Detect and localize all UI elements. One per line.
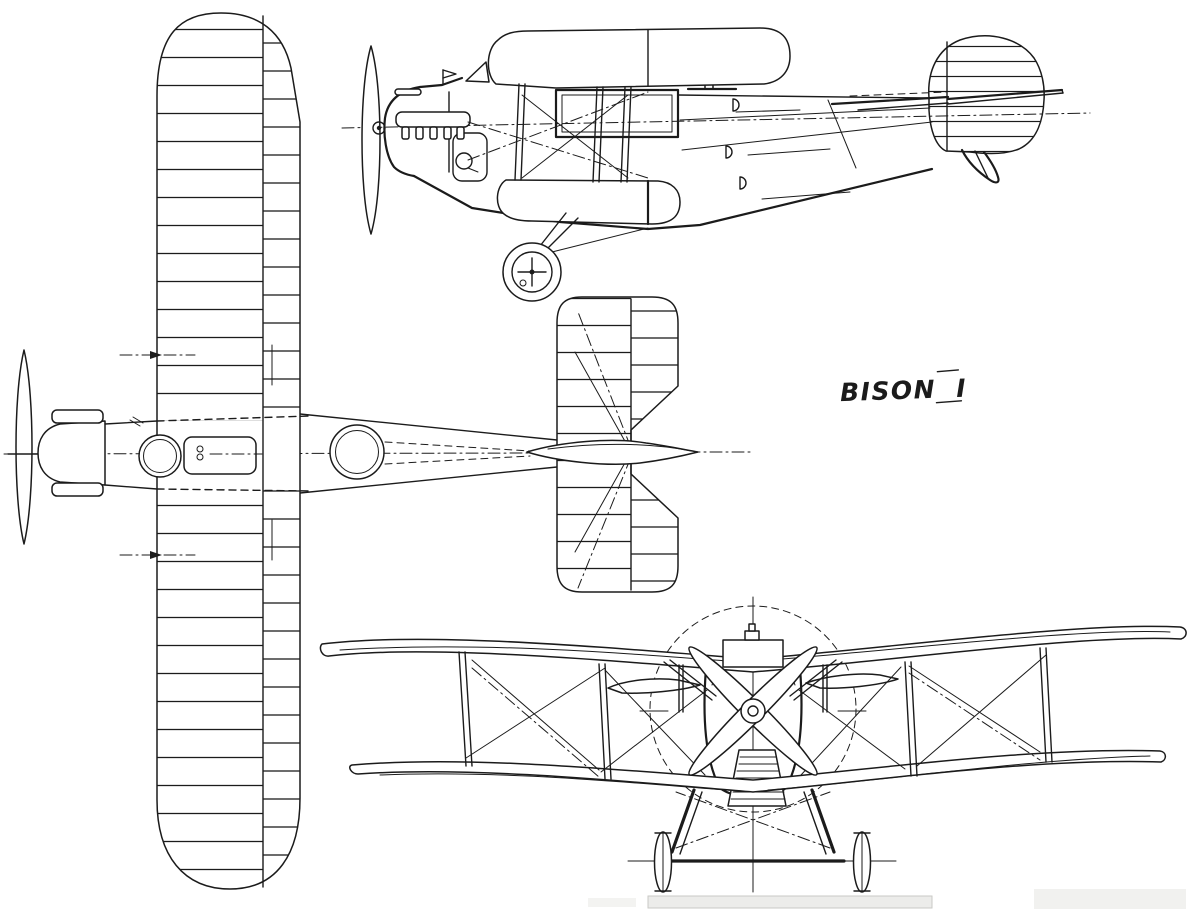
front-struts — [458, 647, 1053, 780]
gunner-cockpit-ring — [329, 424, 385, 480]
left-wheel — [653, 831, 673, 893]
plan-tailplane — [526, 296, 699, 593]
front-landing-gear — [627, 788, 897, 893]
cabane-struts — [663, 659, 843, 713]
exhaust-stubs — [394, 88, 471, 140]
side-struts — [467, 83, 649, 183]
pilot-cockpit-ring — [138, 434, 182, 478]
side-upper-wing — [487, 27, 791, 89]
front-propeller — [639, 646, 867, 776]
ground-shadow — [588, 889, 1186, 909]
tail-skid — [960, 148, 1000, 184]
fin-rudder — [928, 35, 1045, 155]
side-wheel — [502, 212, 649, 302]
radiator-header — [722, 623, 784, 668]
strut-station-marks — [119, 351, 196, 559]
svg-text:BISON I: BISON I — [840, 374, 968, 407]
wing-ribs — [157, 27, 300, 875]
title-numeral: I — [956, 374, 968, 403]
front-view — [319, 596, 1187, 909]
title-label: BISON I — [840, 369, 968, 407]
plan-view — [3, 12, 751, 890]
numeral-underline — [935, 400, 963, 404]
radiator-steps — [727, 749, 787, 807]
front-tailplane-edges — [607, 673, 899, 694]
cabin-skylight — [183, 436, 263, 475]
title-text: BISON — [840, 375, 937, 407]
side-tail — [830, 35, 1064, 184]
front-fuselage — [703, 655, 803, 807]
right-wheel — [852, 831, 872, 893]
fuselage-vents — [725, 98, 747, 190]
numeral-overline — [936, 369, 960, 373]
cabin-window — [554, 88, 680, 139]
front-lower-wing — [349, 749, 1167, 793]
front-bracing-wires — [465, 654, 1047, 778]
side-propeller — [361, 45, 386, 235]
side-lower-wing — [496, 179, 681, 226]
side-view — [341, 27, 1091, 302]
plan-fuselage — [37, 409, 558, 497]
windscreen — [465, 61, 490, 83]
